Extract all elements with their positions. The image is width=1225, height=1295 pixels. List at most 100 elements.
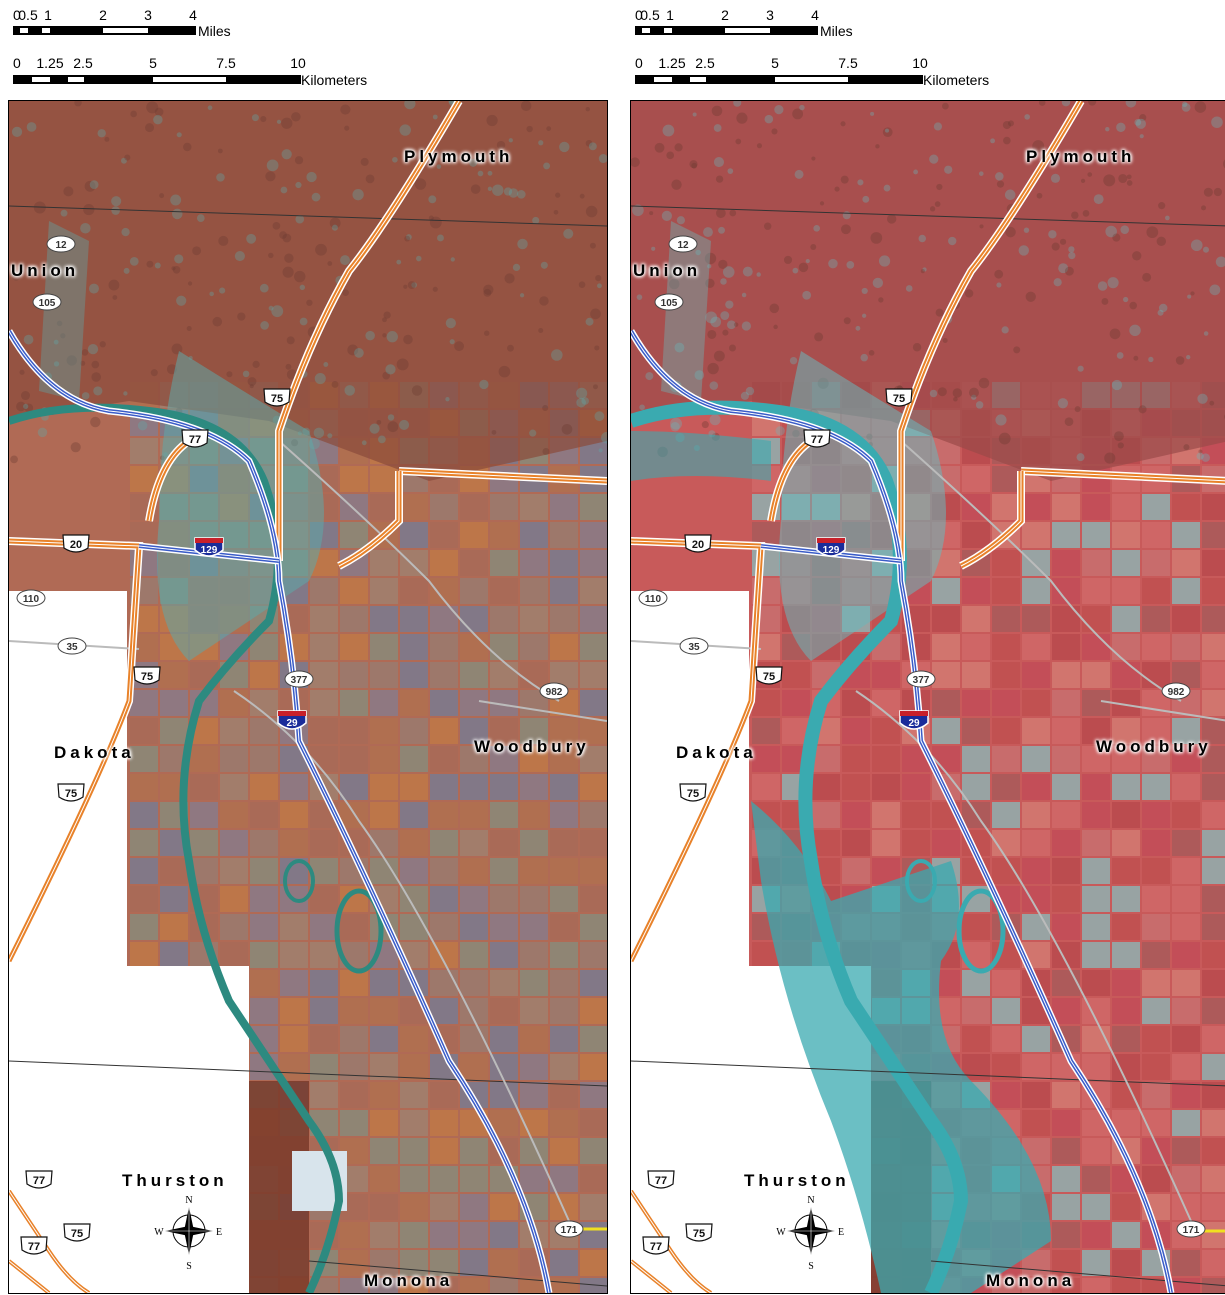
km-unit: Kilometers bbox=[923, 72, 989, 88]
county-label: Thurston bbox=[122, 1171, 228, 1190]
us-route-number: 77 bbox=[33, 1175, 45, 1187]
compass-label: W bbox=[154, 1227, 164, 1238]
us-route-shield: 75 bbox=[679, 783, 707, 802]
state-route-number: 377 bbox=[913, 675, 930, 686]
state-route-shield: 982 bbox=[539, 682, 569, 700]
state-route-shield: 171 bbox=[1176, 1220, 1206, 1238]
state-route-shield: 105 bbox=[654, 293, 684, 311]
us-route-shield: 75 bbox=[755, 666, 783, 685]
miles-tick-label: 4 bbox=[811, 7, 819, 23]
compass-label: E bbox=[838, 1227, 844, 1238]
compass-label: E bbox=[216, 1227, 222, 1238]
state-route-shield: 35 bbox=[57, 637, 87, 655]
compass-label: N bbox=[807, 1195, 814, 1206]
miles-tick-label: 3 bbox=[144, 7, 152, 23]
county-label: Thurston bbox=[744, 1171, 850, 1190]
us-route-number: 77 bbox=[189, 434, 201, 446]
state-route-shield: 982 bbox=[1161, 682, 1191, 700]
interstate-number: 129 bbox=[823, 545, 840, 556]
state-route-shield: 377 bbox=[906, 670, 936, 688]
state-route-number: 110 bbox=[23, 594, 40, 605]
state-route-shield: 171 bbox=[554, 1220, 584, 1238]
interstate-shield: 129 bbox=[194, 537, 224, 557]
state-route-shield: 105 bbox=[32, 293, 62, 311]
interstate-number: 29 bbox=[908, 718, 920, 729]
us-route-shield: 20 bbox=[684, 534, 712, 553]
us-route-number: 75 bbox=[687, 788, 699, 800]
miles-tick-label: 0 bbox=[635, 7, 643, 23]
county-label: Plymouth bbox=[404, 147, 514, 166]
miles-tick-label: 2 bbox=[721, 7, 729, 23]
us-route-shield: 77 bbox=[181, 429, 209, 448]
km-tick-label: 0 bbox=[13, 55, 21, 71]
county-label: Dakota bbox=[54, 743, 135, 762]
km-unit: Kilometers bbox=[301, 72, 367, 88]
state-route-number: 110 bbox=[645, 594, 662, 605]
compass-label: W bbox=[776, 1227, 786, 1238]
state-route-number: 105 bbox=[661, 298, 678, 309]
miles-unit: Miles bbox=[820, 23, 853, 39]
us-route-number: 75 bbox=[271, 393, 283, 405]
us-route-number: 75 bbox=[893, 393, 905, 405]
state-route-number: 12 bbox=[677, 240, 689, 251]
km-tick-label: 2.5 bbox=[695, 55, 715, 71]
map-frame: 12 105 110 35 377 982 171 75 77 20 75 75 77 75 77 129 29… bbox=[8, 100, 608, 1294]
us-route-shield: 77 bbox=[647, 1170, 675, 1189]
us-route-number: 75 bbox=[141, 671, 153, 683]
compass-label: N bbox=[185, 1195, 192, 1206]
county-label: Monona bbox=[986, 1271, 1076, 1290]
compass-label: S bbox=[186, 1261, 192, 1272]
miles-tick-label: 2 bbox=[99, 7, 107, 23]
miles-tick-label: 3 bbox=[766, 7, 774, 23]
us-route-shield: 77 bbox=[25, 1170, 53, 1189]
us-route-shield: 75 bbox=[685, 1223, 713, 1242]
state-route-shield: 377 bbox=[284, 670, 314, 688]
map-canvas: 12 105 110 35 377 982 171 75 77 20 75 75 77 75 77 129 29… bbox=[631, 101, 1225, 1293]
us-route-shield: 75 bbox=[57, 783, 85, 802]
state-route-shield: 110 bbox=[638, 589, 668, 607]
interstate-shield: 29 bbox=[277, 710, 307, 730]
us-route-number: 75 bbox=[71, 1228, 83, 1240]
us-route-number: 20 bbox=[70, 539, 82, 551]
state-route-number: 171 bbox=[1183, 1225, 1200, 1236]
us-route-shield: 77 bbox=[642, 1236, 670, 1255]
km-tick-label: 1.25 bbox=[36, 55, 63, 71]
state-route-number: 982 bbox=[546, 687, 563, 698]
us-route-shield: 75 bbox=[63, 1223, 91, 1242]
us-route-shield: 75 bbox=[263, 388, 291, 407]
miles-tick-label: 0.5 bbox=[640, 7, 660, 23]
miles-tick-label: 1 bbox=[666, 7, 674, 23]
compass-rose: N S W E bbox=[154, 1195, 222, 1272]
us-route-number: 77 bbox=[811, 434, 823, 446]
us-route-number: 75 bbox=[763, 671, 775, 683]
state-route-shield: 35 bbox=[679, 637, 709, 655]
km-tick-label: 1.25 bbox=[658, 55, 685, 71]
map-canvas: 12 105 110 35 377 982 171 75 77 20 75 75 77 75 77 129 29… bbox=[9, 101, 607, 1293]
miles-tick-label: 0.5 bbox=[18, 7, 38, 23]
compass-rose: N S W E bbox=[776, 1195, 844, 1272]
interstate-number: 129 bbox=[201, 545, 218, 556]
county-label: Woodbury bbox=[474, 737, 590, 756]
miles-unit: Miles bbox=[198, 23, 231, 39]
compass-label: S bbox=[808, 1261, 814, 1272]
state-route-number: 35 bbox=[688, 642, 700, 653]
miles-tick-label: 1 bbox=[44, 7, 52, 23]
km-tick-label: 7.5 bbox=[838, 55, 858, 71]
interstate-number: 29 bbox=[286, 718, 298, 729]
us-route-shield: 77 bbox=[803, 429, 831, 448]
miles-tick-label: 0 bbox=[13, 7, 21, 23]
state-route-shield: 12 bbox=[46, 235, 76, 253]
us-route-number: 77 bbox=[655, 1175, 667, 1187]
us-route-number: 75 bbox=[693, 1228, 705, 1240]
state-route-shield: 110 bbox=[16, 589, 46, 607]
us-route-shield: 75 bbox=[885, 388, 913, 407]
map-frame: 12 105 110 35 377 982 171 75 77 20 75 75 77 75 77 129 29… bbox=[630, 100, 1225, 1294]
county-label: Union bbox=[11, 261, 80, 280]
km-tick-label: 5 bbox=[771, 55, 779, 71]
us-route-number: 75 bbox=[65, 788, 77, 800]
state-route-number: 377 bbox=[291, 675, 308, 686]
us-route-shield: 77 bbox=[20, 1236, 48, 1255]
